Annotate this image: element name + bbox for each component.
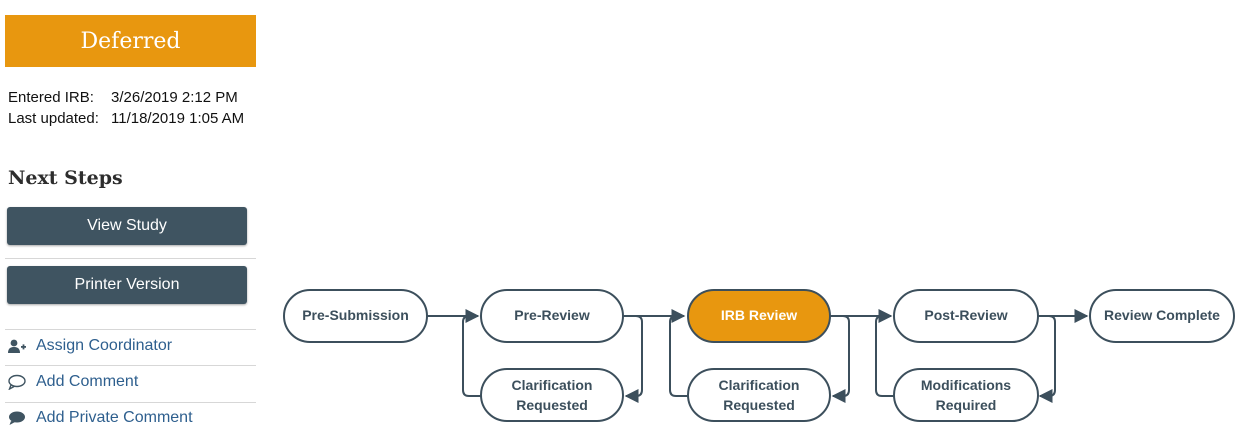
entered-irb-label: Entered IRB: (8, 89, 94, 106)
node-modifications-line1: Modifications (921, 377, 1011, 393)
loop-arrow (462, 315, 481, 397)
divider (5, 258, 256, 259)
status-banner: Deferred (5, 15, 256, 67)
sidebar: Deferred Entered IRB: 3/26/2019 2:12 PM … (0, 0, 262, 430)
status-label: Deferred (80, 28, 181, 54)
node-clarification-1-line1: Clarification (512, 377, 593, 393)
private-comment-icon (7, 409, 31, 427)
node-clarification-2-line1: Clarification (719, 377, 800, 393)
add-private-comment-link[interactable]: Add Private Comment (5, 404, 256, 432)
printer-version-button[interactable]: Printer Version (7, 266, 247, 304)
node-pre-submission-label: Pre-Submission (302, 307, 409, 323)
printer-version-label: Printer Version (74, 276, 180, 293)
loop-arrow (623, 315, 643, 403)
node-modifications-required: Modifications Required (893, 368, 1039, 422)
node-review-complete-label: Review Complete (1104, 307, 1220, 323)
assign-coordinator-link[interactable]: Assign Coordinator (5, 332, 256, 360)
node-pre-submission: Pre-Submission (283, 289, 428, 343)
last-updated-value: 11/18/2019 1:05 AM (111, 110, 245, 127)
workflow-connectors (427, 309, 1089, 403)
loop-arrow (830, 315, 850, 403)
node-clarification-requested-1: Clarification Requested (480, 368, 624, 422)
assign-coordinator-label: Assign Coordinator (36, 337, 173, 354)
divider (5, 402, 256, 403)
node-clarification-1-line2: Requested (516, 397, 588, 413)
submission-meta: Entered IRB: 3/26/2019 2:12 PM Last upda… (8, 87, 244, 129)
node-irb-review: IRB Review (687, 289, 831, 343)
add-comment-label: Add Comment (36, 373, 139, 390)
last-updated-label: Last updated: (8, 110, 99, 127)
node-clarification-2-line2: Requested (723, 397, 795, 413)
node-irb-review-label: IRB Review (721, 307, 797, 323)
node-pre-review: Pre-Review (480, 289, 624, 343)
entered-irb-value: 3/26/2019 2:12 PM (111, 89, 238, 106)
loop-arrow (669, 315, 688, 397)
workflow-diagram: Pre-Submission Pre-Review IRB Review Pos… (283, 289, 1235, 422)
next-steps-heading: Next Steps (8, 167, 123, 189)
divider (5, 329, 256, 330)
node-post-review: Post-Review (893, 289, 1039, 343)
divider (5, 365, 256, 366)
entered-irb-row: Entered IRB: 3/26/2019 2:12 PM (8, 87, 244, 108)
node-review-complete: Review Complete (1089, 289, 1235, 343)
view-study-button[interactable]: View Study (7, 207, 247, 245)
last-updated-row: Last updated: 11/18/2019 1:05 AM (8, 108, 244, 129)
node-clarification-requested-2: Clarification Requested (687, 368, 831, 422)
add-comment-link[interactable]: Add Comment (5, 368, 256, 396)
loop-arrow (1038, 315, 1056, 403)
loop-arrow (875, 315, 894, 397)
comment-icon (7, 373, 31, 391)
assign-user-icon (7, 337, 31, 355)
node-modifications-line2: Required (936, 397, 997, 413)
add-private-comment-label: Add Private Comment (36, 409, 193, 426)
node-post-review-label: Post-Review (924, 307, 1007, 323)
node-pre-review-label: Pre-Review (514, 307, 590, 323)
view-study-label: View Study (87, 217, 167, 234)
